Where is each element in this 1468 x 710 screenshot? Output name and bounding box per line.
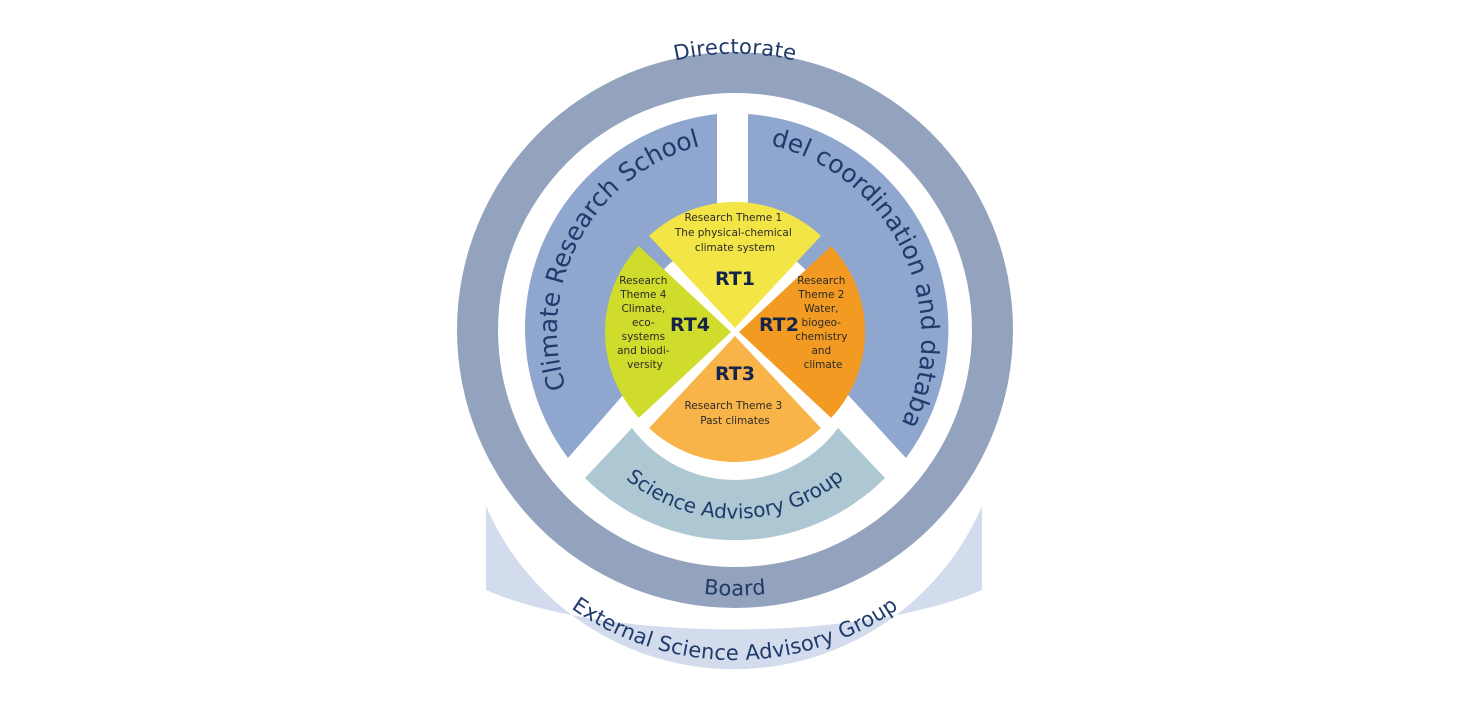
- rt3: RT3 Research Theme 3 Past climates: [684, 363, 785, 427]
- rt3-slice: [649, 336, 821, 463]
- rt4: RT4 Research Theme 4 Climate, eco- syste…: [617, 275, 710, 371]
- external-band-shape: [486, 506, 982, 670]
- rt2-desc: Research Theme 2 Water, biogeo- chemistr…: [795, 275, 851, 371]
- rt2: RT2 Research Theme 2 Water, biogeo- chem…: [759, 275, 851, 371]
- rt1: Research Theme 1 The physical-chemical c…: [674, 212, 795, 290]
- rt4-code: RT4: [670, 314, 710, 336]
- rt4-slice: [605, 246, 731, 418]
- rt1-desc: Research Theme 1 The physical-chemical c…: [674, 212, 795, 254]
- rt1-code: RT1: [715, 268, 755, 290]
- science-advisory-group-shape: [585, 428, 885, 541]
- rt2-slice: [739, 246, 866, 418]
- board-label: Board: [703, 575, 767, 601]
- rt2-code: RT2: [759, 314, 799, 336]
- rt3-code: RT3: [715, 363, 755, 385]
- rt3-desc: Research Theme 3 Past climates: [684, 400, 785, 427]
- rt1-slice: [649, 202, 821, 328]
- research-theme-pie: [605, 202, 866, 463]
- rt4-desc: Research Theme 4 Climate, eco- systems a…: [617, 275, 673, 371]
